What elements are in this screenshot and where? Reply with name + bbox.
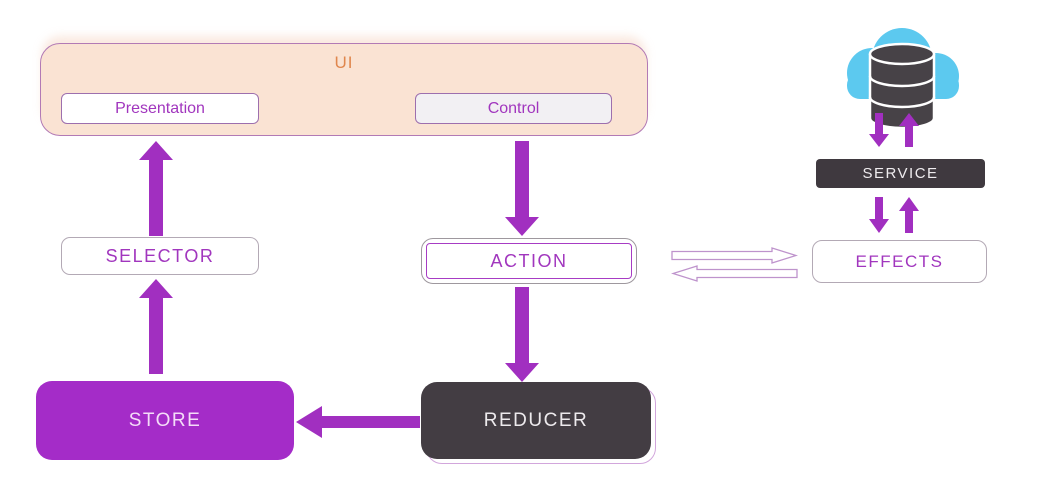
arrow-reducer-to-store	[296, 406, 420, 438]
selector-node: SELECTOR	[61, 237, 259, 275]
effects-node: EFFECTS	[812, 240, 987, 283]
presentation-label: Presentation	[115, 99, 205, 117]
store-label: STORE	[128, 409, 202, 431]
service-node: SERVICE	[816, 159, 985, 188]
arrow-database-to-service	[869, 113, 889, 147]
effects-label: EFFECTS	[855, 251, 944, 271]
reducer-label: REDUCER	[483, 409, 589, 431]
cloud-database-icon	[847, 28, 959, 130]
arrow-service-to-database	[899, 113, 919, 147]
hollow-arrow-effects-to-action	[671, 265, 798, 282]
arrow-control-to-action	[505, 141, 539, 236]
control-node: Control	[415, 93, 612, 124]
arrow-store-to-selector	[139, 279, 173, 374]
hollow-arrow-action-to-effects	[671, 247, 798, 264]
ui-panel-label: UI	[334, 53, 354, 72]
arrow-action-to-reducer	[505, 287, 539, 382]
action-node-inner: ACTION	[426, 243, 632, 279]
store-node: STORE	[36, 381, 294, 460]
presentation-node: Presentation	[61, 93, 259, 124]
control-label: Control	[487, 99, 540, 117]
arrow-selector-to-ui	[139, 141, 173, 236]
arrow-effects-to-service	[899, 197, 919, 233]
reducer-node: REDUCER	[421, 382, 651, 459]
action-node: ACTION	[421, 238, 637, 284]
action-label: ACTION	[490, 250, 568, 271]
arrow-service-to-effects	[869, 197, 889, 233]
selector-label: SELECTOR	[105, 245, 215, 266]
service-label: SERVICE	[862, 165, 939, 182]
